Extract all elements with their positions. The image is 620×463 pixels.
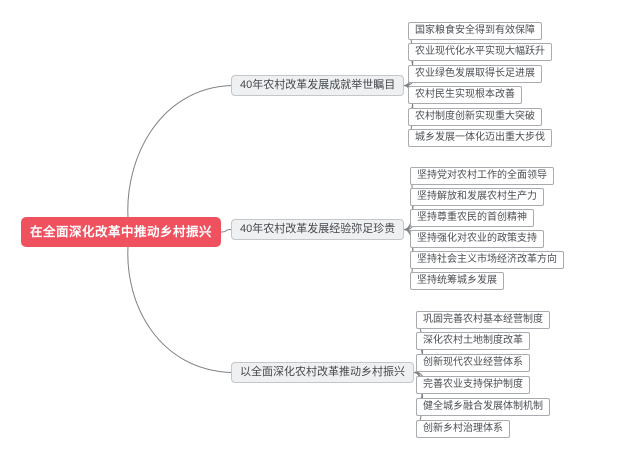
leaf-node[interactable]: 创新现代农业经营体系 bbox=[416, 354, 530, 372]
leaf-node[interactable]: 创新乡村治理体系 bbox=[416, 420, 510, 438]
leaf-node[interactable]: 国家粮食安全得到有效保障 bbox=[408, 22, 542, 40]
leaf-node[interactable]: 深化农村土地制度改革 bbox=[416, 332, 530, 350]
leaf-node[interactable]: 农村民生实现根本改善 bbox=[408, 86, 522, 104]
root-node[interactable]: 在全面深化改革中推动乡村振兴 bbox=[21, 217, 222, 247]
leaf-node[interactable]: 坚持尊重农民的首创精神 bbox=[410, 209, 534, 227]
leaf-node[interactable]: 巩固完善农村基本经营制度 bbox=[416, 311, 550, 329]
leaf-node[interactable]: 健全城乡融合发展体制机制 bbox=[416, 398, 550, 416]
leaf-node[interactable]: 坚持解放和发展农村生产力 bbox=[410, 188, 544, 206]
leaf-node[interactable]: 农业现代化水平实现大幅跃升 bbox=[408, 43, 552, 61]
leaf-node[interactable]: 农村制度创新实现重大突破 bbox=[408, 108, 542, 126]
leaf-node[interactable]: 农业绿色发展取得长足进展 bbox=[408, 65, 542, 83]
leaf-node[interactable]: 坚持党对农村工作的全面领导 bbox=[410, 167, 554, 185]
branch-node-achievements[interactable]: 40年农村改革发展成就举世瞩目 bbox=[231, 75, 405, 96]
branch-node-reform-revitalization[interactable]: 以全面深化农村改革推动乡村振兴 bbox=[231, 362, 414, 383]
leaf-node[interactable]: 城乡发展一体化迈出重大步伐 bbox=[408, 129, 552, 147]
branch-node-experience[interactable]: 40年农村改革发展经验弥足珍贵 bbox=[231, 219, 405, 240]
leaf-node[interactable]: 完善农业支持保护制度 bbox=[416, 376, 530, 394]
leaf-node[interactable]: 坚持社会主义市场经济改革方向 bbox=[410, 251, 564, 269]
leaf-node[interactable]: 坚持统筹城乡发展 bbox=[410, 272, 504, 290]
leaf-node[interactable]: 坚持强化对农业的政策支持 bbox=[410, 230, 544, 248]
